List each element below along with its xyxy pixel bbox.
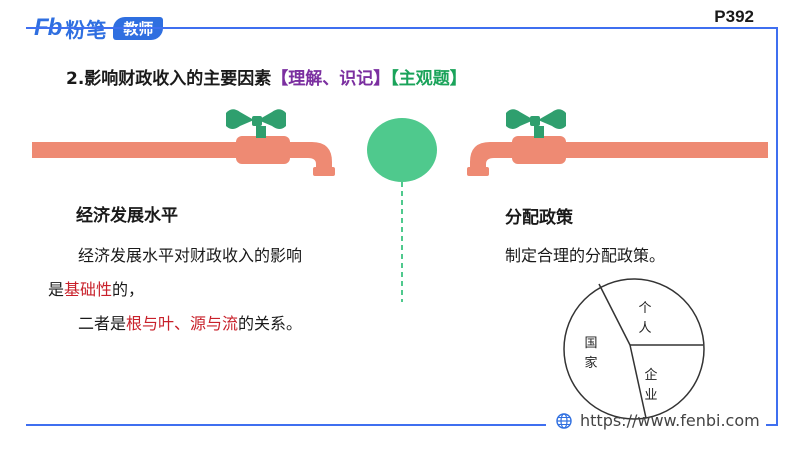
slide-title: 2.影响财政收入的主要因素【理解、识记】【主观题】 — [66, 64, 467, 89]
page-number: P392 — [714, 7, 754, 26]
right-text: 制定合理的分配政策。 — [505, 246, 666, 265]
title-tag-understand: 【理解、识记】 — [271, 69, 391, 89]
frame-bottom-line — [26, 424, 546, 426]
globe-icon — [556, 412, 572, 429]
left-line-3-prefix: 二者是 — [78, 314, 127, 333]
pie-divider-top — [598, 283, 631, 346]
left-faucet — [32, 109, 335, 176]
frame-top-line — [26, 27, 778, 29]
left-line-2-prefix: 是 — [48, 280, 65, 299]
left-line-3-suffix: 的关系。 — [238, 314, 303, 333]
pie-label-enterprise: 企业 — [644, 368, 658, 403]
left-line-2-suffix: 的， — [112, 280, 145, 299]
left-heading: 经济发展水平 — [76, 206, 178, 226]
right-heading: 分配政策 — [505, 208, 573, 228]
title-tag-subjective: 【主观题】 — [390, 69, 467, 89]
frame-bottom-line-end — [766, 424, 778, 426]
left-line-3: 二者是根与叶、源与流的关系。 — [78, 310, 302, 334]
left-line-1: 经济发展水平对财政收入的影响 — [78, 246, 303, 265]
frame-right-line — [776, 27, 778, 425]
pie-label-individual: 个人 — [638, 301, 652, 336]
pie-label-state: 国家 — [584, 336, 598, 371]
logo-name: 粉笔 — [65, 17, 108, 42]
pie-divider-bottom — [629, 344, 647, 419]
right-faucet — [467, 109, 768, 176]
website-link[interactable]: https://www.fenbi.com — [556, 411, 760, 430]
distribution-pie — [563, 278, 705, 420]
left-line-2-highlight: 基础性 — [64, 280, 113, 299]
title-main: 2.影响财政收入的主要因素 — [66, 69, 272, 89]
pie-outline — [563, 278, 705, 420]
website-url[interactable]: https://www.fenbi.com — [580, 411, 760, 430]
left-line-2: 是基础性的， — [48, 276, 144, 300]
water-drop — [367, 118, 437, 182]
faucets-illustration — [32, 109, 768, 302]
left-line-3-highlight: 根与叶、源与流 — [126, 314, 239, 333]
